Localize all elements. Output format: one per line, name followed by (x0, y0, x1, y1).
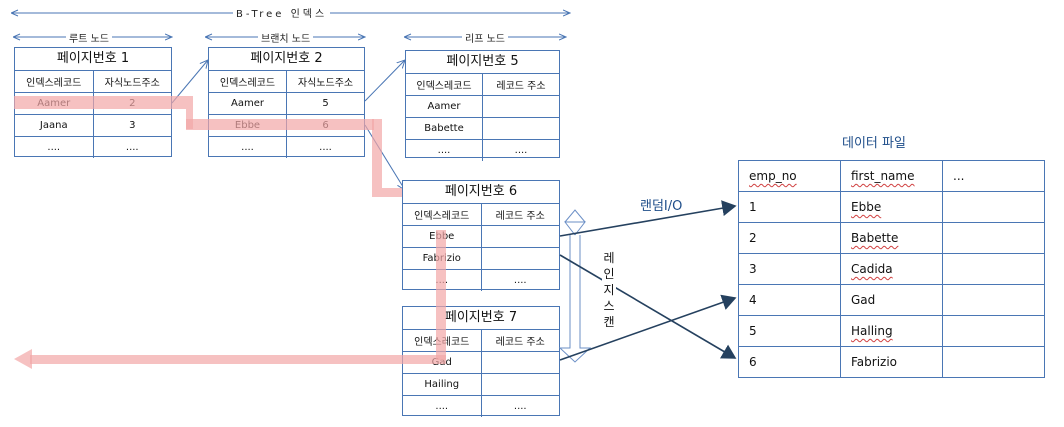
branch-to-leaf6-link (364, 124, 405, 190)
io-arrow-gad (559, 294, 737, 361)
column-header: 자식노드주소 (92, 71, 171, 93)
column-header: 인덱스레코드 (414, 211, 470, 222)
extra-cell (942, 253, 1045, 285)
search-path (14, 96, 446, 369)
extra-cell (942, 191, 1045, 223)
node-title: 페이지번호 5 (406, 51, 559, 74)
column-header: ... (942, 160, 1045, 192)
extra-cell (942, 315, 1045, 347)
record-address: .... (480, 269, 559, 291)
path-exit-arrowhead (14, 349, 32, 369)
column-header: 레코드 주소 (480, 204, 559, 226)
node-table: 인덱스레코드 레코드 주소 Aamer Babette ........ (406, 74, 559, 161)
data-file-title: 데이터 파일 (842, 136, 906, 151)
record-address (480, 351, 559, 374)
column-header: 인덱스레코드 (219, 78, 276, 89)
node-title: 페이지번호 6 (403, 181, 559, 204)
emp-no-cell: 5 (738, 315, 841, 347)
emp-no-cell: 2 (738, 222, 841, 254)
table-row: 6 Fabrizio (738, 346, 1045, 378)
record-address: .... (482, 139, 559, 161)
column-header: 자식노드주소 (286, 71, 364, 93)
table-row: 4 Gad (738, 284, 1045, 316)
leaf-node-5: 페이지번호 5 인덱스레코드 레코드 주소 Aamer Babette .....… (405, 50, 560, 161)
emp-no-cell: 6 (738, 346, 841, 378)
index-record: .... (403, 395, 481, 417)
index-record: .... (406, 139, 483, 161)
path-leaf-scan (436, 230, 446, 360)
path-exit (30, 355, 446, 364)
random-io-label: 랜덤I/O (640, 199, 683, 214)
branch-node-label: 브랜치 노드 (258, 30, 314, 45)
index-record: Hailing (403, 373, 481, 396)
table-row: 1 Ebbe (738, 191, 1045, 223)
index-record: Aamer (406, 95, 483, 118)
path-branch-row (186, 119, 374, 130)
column-header: first_name (840, 160, 943, 192)
column-header: 레코드 주소 (482, 74, 559, 96)
io-arrow-ebbe (559, 200, 737, 237)
index-record: .... (209, 136, 287, 158)
index-record: Jaana (15, 114, 93, 137)
btree-index-label: B-Tree 인덱스 (233, 5, 331, 20)
root-to-branch-link (171, 60, 208, 104)
record-address: .... (480, 395, 559, 417)
io-arrow-fabrizio (559, 254, 737, 359)
record-address (480, 373, 559, 396)
record-address (480, 247, 559, 270)
table-row: emp_no first_name ... (738, 160, 1045, 192)
range-scan-arrow (558, 209, 592, 363)
index-record: Babette (406, 117, 483, 140)
path-root-down (186, 96, 193, 129)
node-title: 페이지번호 1 (15, 48, 171, 71)
first-name-cell: Fabrizio (840, 346, 943, 378)
child-address: 3 (92, 114, 171, 137)
index-record: .... (15, 136, 93, 158)
record-address (480, 225, 559, 248)
first-name-cell: Gad (840, 284, 943, 316)
child-address: .... (286, 136, 364, 158)
column-header: 인덱스레코드 (416, 81, 472, 92)
path-root-row (14, 96, 186, 109)
branch-to-leaf5-link (364, 60, 405, 102)
first-name-cell: Ebbe (840, 191, 943, 223)
child-address: .... (92, 136, 171, 158)
column-header: emp_no (738, 160, 841, 192)
extra-cell (942, 346, 1045, 378)
emp-no-cell: 1 (738, 191, 841, 223)
root-node-label: 루트 노드 (66, 30, 112, 45)
random-io-arrows (559, 200, 737, 361)
data-file-table: emp_no first_name ... 1 Ebbe 2 Babette 3… (738, 160, 1045, 378)
child-address: 5 (286, 92, 364, 115)
extra-cell (942, 284, 1045, 316)
column-header: 레코드 주소 (480, 330, 559, 352)
leaf-node-label: 리프 노드 (462, 30, 508, 45)
first-name-cell: Babette (840, 222, 943, 254)
path-to-leaf6 (382, 188, 402, 197)
range-scan-label: 레인지스캔 (602, 250, 616, 330)
record-address (482, 95, 559, 118)
record-address (482, 117, 559, 140)
index-record: Aamer (209, 92, 287, 115)
path-branch-down (372, 119, 382, 197)
node-title: 페이지번호 2 (209, 48, 364, 71)
node-title: 페이지번호 7 (403, 307, 559, 330)
column-header: 인덱스레코드 (26, 78, 82, 89)
